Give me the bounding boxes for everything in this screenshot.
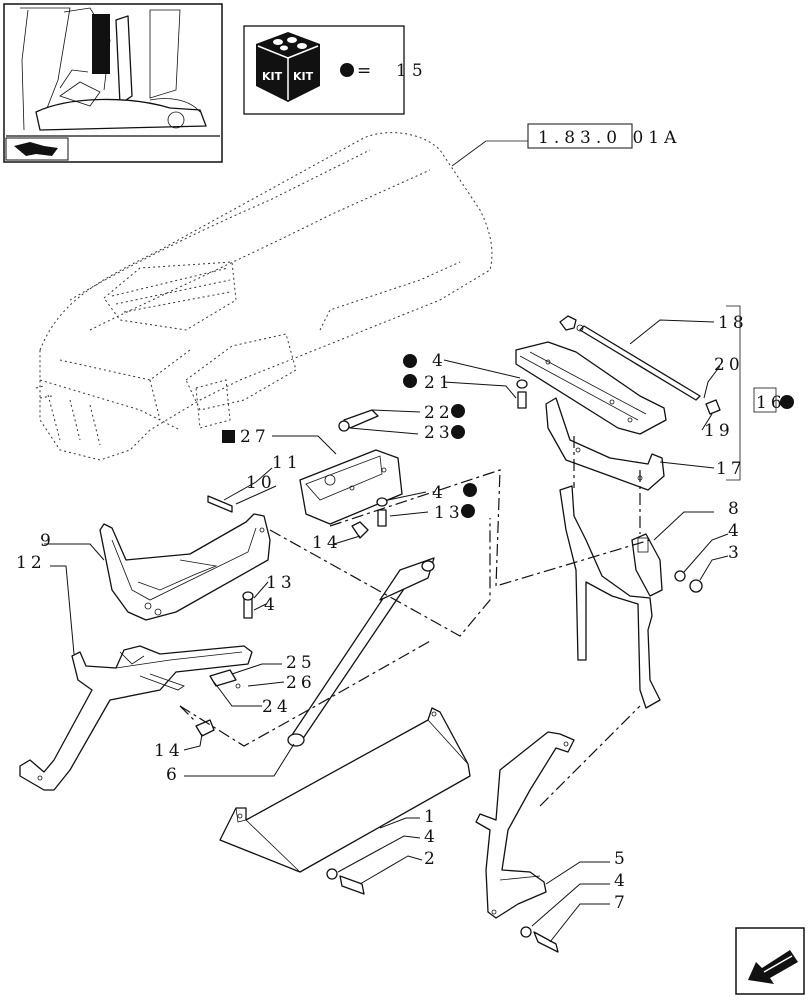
kit-count: 15	[396, 61, 428, 81]
callout-4-f[interactable]: 4	[614, 871, 629, 891]
kit-legend: KIT KIT = 15	[243, 25, 428, 115]
lower-frame	[19, 645, 253, 791]
gas-strut	[287, 557, 435, 747]
callout-23[interactable]: 23	[424, 423, 454, 443]
callout-21[interactable]: 21	[424, 373, 454, 393]
callout-1[interactable]: 1	[424, 807, 439, 827]
reference-code-box[interactable]: 1.83.0 01A	[451, 123, 681, 167]
bracket-plate-upper	[515, 341, 667, 491]
callout-26[interactable]: 26	[286, 673, 316, 693]
kit-marker-icon	[463, 483, 477, 497]
callout-19[interactable]: 19	[704, 421, 734, 441]
arrow-left-icon	[14, 142, 58, 156]
assembly-lines	[179, 436, 651, 807]
callout-2[interactable]: 2	[424, 849, 439, 869]
kit-badge-left: KIT	[262, 70, 283, 83]
callout-11[interactable]: 11	[272, 453, 302, 473]
callout-24[interactable]: 24	[262, 697, 292, 717]
callout-4-e[interactable]: 4	[424, 827, 439, 847]
kit-box-icon: KIT KIT	[256, 32, 320, 102]
kit-badge-right: KIT	[293, 70, 314, 83]
clip-small	[559, 315, 721, 415]
callout-4-c[interactable]: 4	[264, 595, 279, 615]
kit-equals: =	[357, 61, 375, 81]
arrow-down-left-icon	[748, 950, 798, 984]
kit-marker-icon	[403, 354, 417, 368]
support-bracket-vertical	[559, 485, 663, 709]
callout-6[interactable]: 6	[166, 765, 181, 785]
callout-13-a[interactable]: 13	[434, 503, 464, 523]
callout-4-b[interactable]: 4	[432, 483, 447, 503]
shield-plate	[99, 513, 271, 621]
callout-4-d[interactable]: 4	[728, 521, 743, 541]
callout-4-a[interactable]: 4	[432, 351, 447, 371]
mount-block	[299, 449, 403, 525]
angled-plate	[219, 707, 471, 873]
callout-labels: 18 20 16 19 17 4 21 22 23 27 11 10 4 13 …	[16, 313, 786, 913]
kit-marker-icon	[461, 504, 475, 518]
callout-18[interactable]: 18	[718, 313, 748, 333]
callout-20[interactable]: 20	[714, 355, 744, 375]
callout-22[interactable]: 22	[424, 403, 454, 423]
rod	[576, 324, 701, 401]
leader-lines	[44, 319, 729, 943]
kit-marker-icon	[451, 404, 465, 418]
reference-code: 1.83.0 01A	[538, 128, 681, 148]
callout-14-b[interactable]: 14	[154, 741, 184, 761]
next-page-button[interactable]	[735, 927, 805, 995]
filled-circle-icon	[340, 63, 354, 77]
thumbnail-panel[interactable]	[3, 3, 223, 163]
callout-16[interactable]: 16	[756, 393, 786, 413]
callout-9[interactable]: 9	[40, 531, 55, 551]
fasteners	[195, 379, 703, 953]
cab-roof-outline	[35, 132, 493, 461]
callout-10[interactable]: 10	[246, 473, 276, 493]
callout-7[interactable]: 7	[614, 893, 629, 913]
callout-13-b[interactable]: 13	[266, 573, 296, 593]
callout-12[interactable]: 12	[16, 553, 46, 573]
group-bracket-16	[726, 305, 794, 481]
callout-27[interactable]: 27	[240, 427, 270, 447]
callout-17[interactable]: 17	[716, 459, 746, 479]
kit-marker-icon	[451, 425, 465, 439]
lower-bracket	[475, 731, 575, 919]
square-marker-icon	[222, 430, 235, 443]
callout-14-a[interactable]: 14	[312, 533, 342, 553]
callout-25[interactable]: 25	[286, 653, 316, 673]
callout-5[interactable]: 5	[614, 849, 629, 869]
callout-3[interactable]: 3	[728, 543, 743, 563]
kit-marker-icon	[403, 374, 417, 388]
cab-overview-icon	[6, 7, 220, 137]
callout-8[interactable]: 8	[728, 499, 743, 519]
